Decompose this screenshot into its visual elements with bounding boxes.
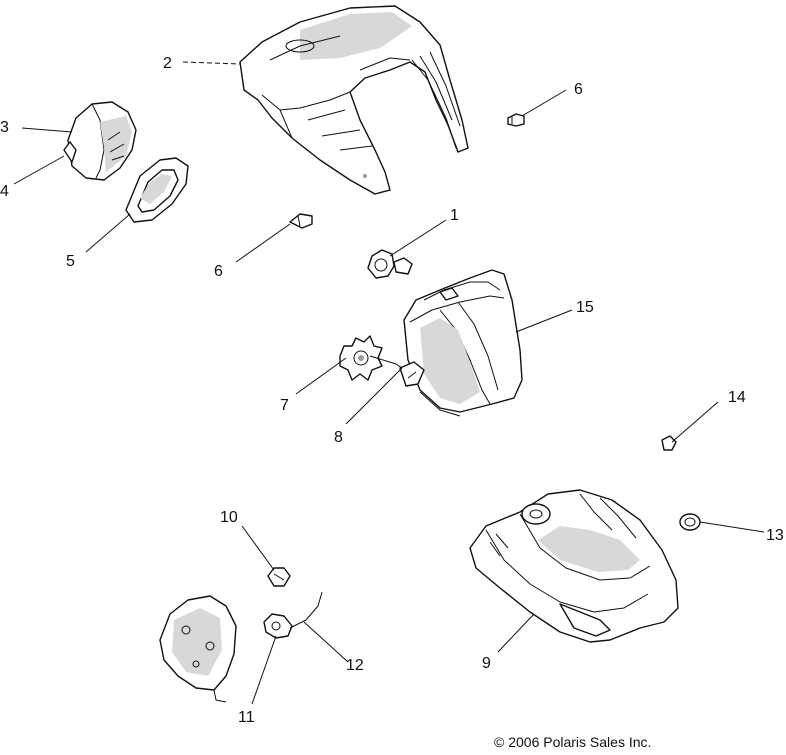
part-10-fastener	[267, 567, 291, 587]
callout-1: 1	[450, 207, 459, 224]
callout-labels: 2 3 4 5 6 6 1 15 7 8 14 13 9 10 11 12	[0, 55, 784, 726]
callout-14: 14	[728, 389, 746, 406]
part-1-bulb	[367, 249, 413, 279]
leader-6a	[521, 89, 567, 117]
part-8-wire-plug	[369, 355, 425, 387]
part-5-gasket	[125, 157, 189, 223]
switch-bracket	[159, 595, 237, 703]
callout-6-upper: 6	[574, 81, 583, 98]
part-13-grommet	[679, 513, 701, 531]
callout-9: 9	[482, 655, 491, 672]
callout-7: 7	[280, 397, 289, 414]
callout-13: 13	[766, 527, 784, 544]
leader-14	[671, 401, 719, 443]
part-9-lower-housing	[469, 489, 679, 643]
callout-10: 10	[220, 509, 238, 526]
part-15-headlight	[403, 269, 523, 417]
leader-5	[85, 213, 131, 253]
callout-12: 12	[346, 657, 364, 674]
leader-11	[251, 635, 277, 705]
leader-4	[13, 155, 65, 185]
leader-1	[389, 219, 447, 257]
leader-lines	[13, 61, 765, 705]
part-3-4-housing	[63, 101, 137, 181]
part-6-screw-left	[289, 213, 313, 229]
leader-2	[182, 61, 241, 65]
part-2-upper-cover	[239, 5, 469, 195]
leader-7	[295, 357, 347, 395]
leader-6b	[235, 223, 291, 263]
leader-10	[241, 525, 275, 571]
callout-11: 11	[238, 709, 255, 726]
callout-6-left: 6	[214, 263, 223, 280]
leader-8	[345, 367, 403, 425]
part-14-clip	[661, 435, 677, 451]
callout-8: 8	[334, 429, 343, 446]
leader-15	[515, 309, 573, 333]
callout-4: 4	[0, 183, 9, 200]
callout-15: 15	[576, 299, 594, 316]
part-6-screw-upper	[507, 113, 525, 127]
callout-5: 5	[66, 253, 75, 270]
copyright-text: © 2006 Polaris Sales Inc.	[494, 734, 651, 750]
leader-12	[303, 621, 349, 663]
leader-3	[21, 127, 73, 133]
leader-9	[497, 613, 535, 653]
callout-3: 3	[0, 119, 9, 136]
callout-2: 2	[163, 55, 172, 72]
leader-13	[699, 521, 765, 533]
part-11-12-switch	[263, 591, 323, 639]
